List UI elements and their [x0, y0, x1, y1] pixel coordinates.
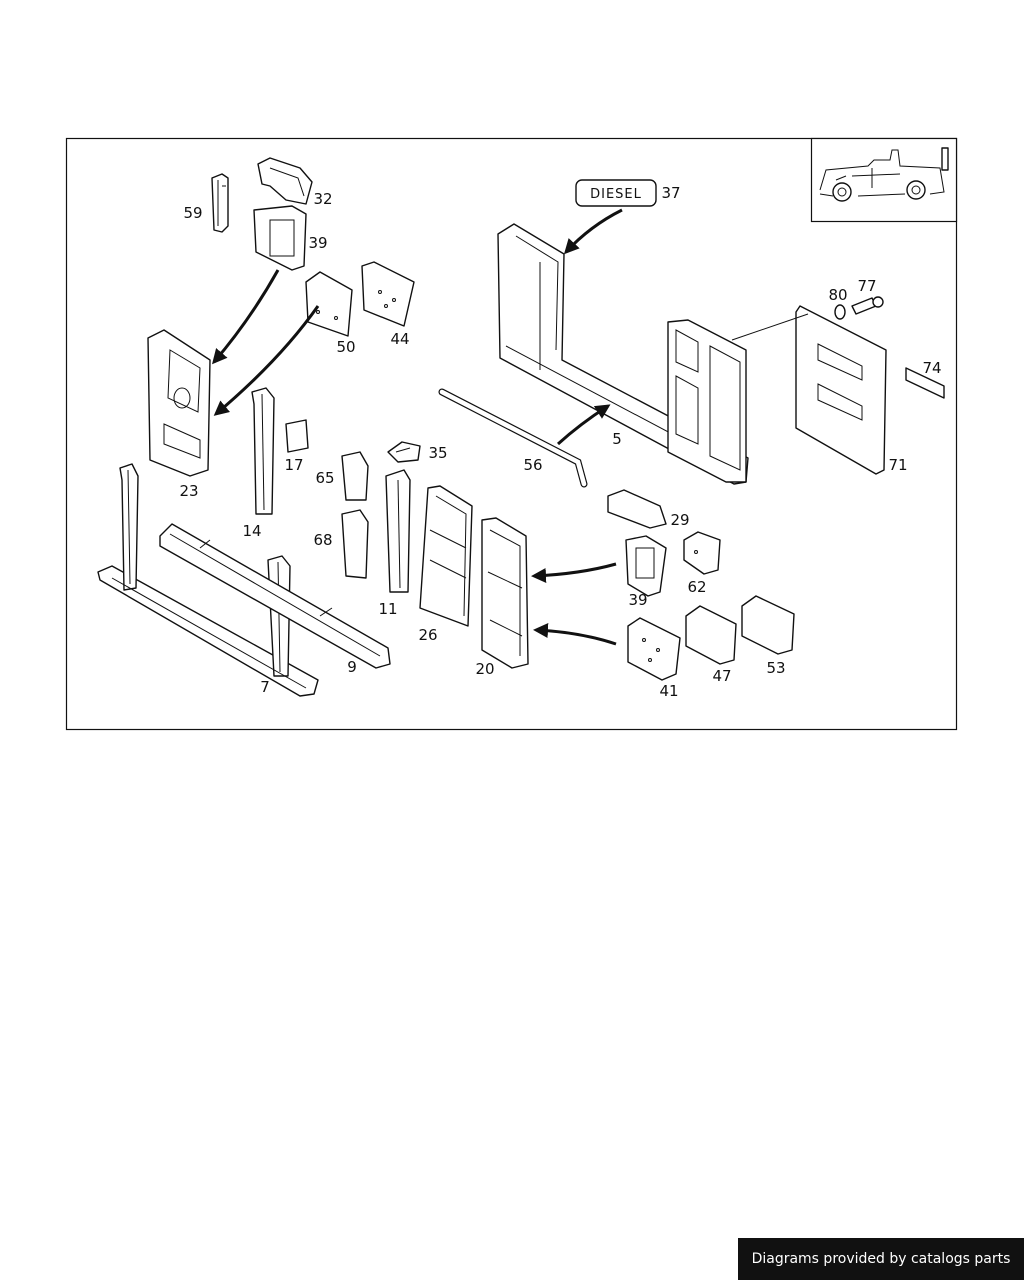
callout-44: 44 [390, 330, 409, 348]
part-39-upper [253, 205, 307, 271]
callout-9: 9 [347, 658, 357, 676]
callout-59: 59 [183, 204, 202, 222]
callout-39-lower: 39 [628, 591, 647, 609]
part-9 [159, 523, 391, 669]
part-11 [385, 469, 411, 593]
callout-29: 29 [670, 511, 689, 529]
part-71 [731, 305, 887, 475]
callout-14: 14 [242, 522, 261, 540]
part-29 [607, 489, 667, 529]
callout-39-upper: 39 [308, 234, 327, 252]
part-80 [834, 304, 846, 320]
callout-47: 47 [712, 667, 731, 685]
part-68 [341, 509, 369, 579]
part-41 [627, 617, 681, 681]
callout-labels: 59 32 39 50 44 23 14 17 65 68 35 11 26 2… [179, 184, 941, 700]
callout-37: 37 [661, 184, 680, 202]
part-53 [741, 595, 795, 655]
callout-71: 71 [888, 456, 907, 474]
callout-80: 80 [828, 286, 847, 304]
credit-banner: Diagrams provided by catalogs parts [738, 1238, 1024, 1280]
vehicle-thumbnail [810, 137, 958, 223]
callout-35: 35 [428, 444, 447, 462]
callout-53: 53 [766, 659, 785, 677]
part-50 [305, 271, 353, 337]
part-23 [147, 329, 211, 477]
part-65 [341, 451, 369, 501]
callout-5: 5 [612, 430, 622, 448]
part-47 [685, 605, 737, 665]
part-5 [497, 223, 749, 485]
part-77 [851, 296, 884, 315]
part-62 [683, 531, 721, 575]
callout-50: 50 [336, 338, 355, 356]
part-20 [481, 517, 529, 669]
callout-26: 26 [418, 626, 437, 644]
callout-11: 11 [378, 600, 397, 618]
callout-17: 17 [284, 456, 303, 474]
part-44 [361, 261, 415, 327]
callout-41: 41 [659, 682, 678, 700]
assembly-arrows [212, 208, 623, 646]
callout-23: 23 [179, 482, 198, 500]
part-35 [387, 441, 421, 463]
diesel-badge-text: DIESEL [590, 187, 642, 202]
part-17 [285, 419, 309, 453]
callout-62: 62 [687, 578, 706, 596]
callout-7: 7 [260, 678, 270, 696]
part-56 [438, 388, 588, 488]
callout-56: 56 [523, 456, 542, 474]
part-37: DIESEL [575, 179, 657, 207]
callout-68: 68 [313, 531, 332, 549]
part-39-lower [625, 535, 667, 597]
part-32 [257, 157, 313, 205]
part-74 [905, 367, 945, 399]
callout-77: 77 [857, 277, 876, 295]
credit-text: Diagrams provided by catalogs parts [751, 1251, 1011, 1267]
callout-32: 32 [313, 190, 332, 208]
part-14 [251, 387, 275, 515]
callout-65: 65 [315, 469, 334, 487]
part-26 [419, 485, 473, 627]
part-59 [211, 173, 229, 233]
callout-20: 20 [475, 660, 494, 678]
callout-74: 74 [922, 359, 941, 377]
